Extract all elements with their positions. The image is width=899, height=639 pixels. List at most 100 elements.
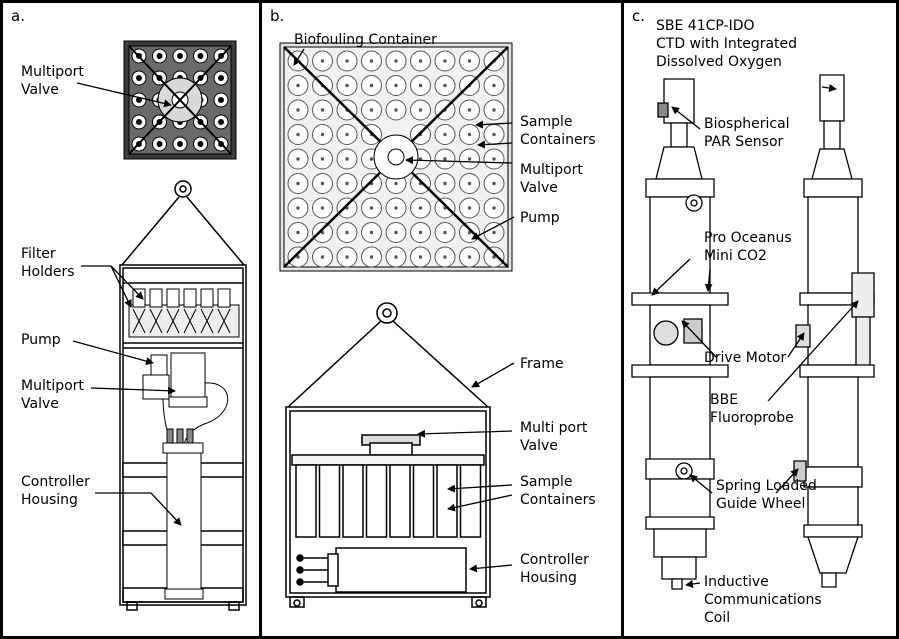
panel-b-drawing <box>262 3 624 639</box>
label-co2: Pro Oceanus Mini CO2 <box>704 230 792 264</box>
filter-holders-drawing <box>129 289 239 337</box>
panel-a-leaders <box>73 83 182 526</box>
sample-container-center <box>493 231 495 233</box>
label-fluoroprobe: BBE Fluoroprobe <box>710 392 794 426</box>
sample-container-center <box>297 109 299 111</box>
sample-container-center <box>346 158 348 160</box>
sample-container-center <box>297 256 299 258</box>
sample-container-center <box>419 231 421 233</box>
label-filter-holders: Filter Holders <box>21 246 75 280</box>
sample-container-side <box>390 465 410 537</box>
container-array-top-view <box>280 43 512 271</box>
sample-container-center <box>346 182 348 184</box>
sample-container-center <box>321 133 323 135</box>
sample-container-side <box>461 465 481 537</box>
panel-a: a. Multiport Valve Filter Holders Pump M… <box>0 0 262 639</box>
sample-container-center <box>321 256 323 258</box>
sample-container-center <box>346 256 348 258</box>
sample-container-center <box>419 207 421 209</box>
label-pump: Pump <box>520 210 560 226</box>
sample-container-side <box>320 465 340 537</box>
valve-plate-port-center <box>178 142 183 147</box>
label-ctd: SBE 41CP-IDO CTD with Integrated Dissolv… <box>656 18 798 70</box>
label-controller-housing: Controller Housing <box>520 552 589 586</box>
sample-container-center <box>321 207 323 209</box>
valve-plate-port-center <box>137 120 142 125</box>
label-biofouling-container: Biofouling Container <box>294 32 437 48</box>
sample-container-center <box>444 84 446 86</box>
filter-holder <box>218 289 230 307</box>
label-multiport-valve: Multi port Valve <box>520 420 588 454</box>
sample-container-center <box>370 231 372 233</box>
label-multiport-valve-top: Multiport Valve <box>21 64 84 98</box>
sample-container-center <box>493 84 495 86</box>
pump-valve-drawing <box>143 353 228 451</box>
filter-holder-cross <box>184 309 196 333</box>
panel-b-leaders <box>294 49 514 573</box>
label-frame: Frame <box>520 356 564 372</box>
sample-container-center <box>419 84 421 86</box>
filter-holder <box>167 289 179 307</box>
filter-holder-cross <box>133 309 145 333</box>
sample-container-center <box>468 256 470 258</box>
sample-container-center <box>468 109 470 111</box>
sample-container-center <box>468 207 470 209</box>
sample-container-center <box>395 231 397 233</box>
sample-container-center <box>395 109 397 111</box>
valve-plate-port-center <box>178 54 183 59</box>
sample-container-center <box>395 182 397 184</box>
valve-plate-port-center <box>157 142 162 147</box>
sample-container-center <box>321 158 323 160</box>
sample-container-center <box>395 207 397 209</box>
sample-container-center <box>297 207 299 209</box>
label-multiport-valve: Multiport Valve <box>21 378 84 412</box>
sample-container-center <box>370 158 372 160</box>
filter-holder-cross <box>201 309 213 333</box>
sample-container-center <box>444 231 446 233</box>
panel-c: c. SBE 41CP-IDO CTD with Integrated Diss… <box>621 0 899 639</box>
label-guide-wheel: Spring Loaded Guide Wheel <box>716 478 817 512</box>
label-comm-coil: Inductive Communications Coil <box>704 574 822 626</box>
sample-container-center <box>395 60 397 62</box>
sample-container-center <box>321 60 323 62</box>
sample-container-center <box>370 60 372 62</box>
sample-container-center <box>419 60 421 62</box>
panel-b-letter: b. <box>270 7 285 25</box>
valve-plate-top-view <box>124 41 236 159</box>
sample-container-center <box>444 60 446 62</box>
valve-plate-port-center <box>219 120 224 125</box>
sample-container-center <box>419 256 421 258</box>
sample-container-center <box>346 133 348 135</box>
sample-container-center <box>346 84 348 86</box>
filter-holder <box>201 289 213 307</box>
panel-c-letter: c. <box>632 7 646 25</box>
sample-container-center <box>468 182 470 184</box>
sample-container-side <box>367 465 387 537</box>
sample-container-center <box>468 133 470 135</box>
sample-container-center <box>297 133 299 135</box>
sample-container-center <box>493 182 495 184</box>
sample-container-center <box>370 84 372 86</box>
sample-container-center <box>321 182 323 184</box>
sample-container-center <box>370 207 372 209</box>
label-sample-containers-top: Sample Containers <box>520 114 596 148</box>
filter-holder <box>133 289 145 307</box>
label-par-sensor: Biospherical PAR Sensor <box>704 116 790 150</box>
sample-container-center <box>444 158 446 160</box>
sample-container-center <box>370 109 372 111</box>
panel-a-letter: a. <box>11 7 25 25</box>
sample-container-center <box>493 256 495 258</box>
filter-holder-cross <box>167 309 179 333</box>
sample-container-center <box>493 109 495 111</box>
sample-container-center <box>346 231 348 233</box>
sample-container-center <box>444 133 446 135</box>
sample-container-side <box>296 465 316 537</box>
sample-container-side <box>343 465 363 537</box>
sample-container-center <box>297 84 299 86</box>
controller-housing-drawing <box>163 429 203 599</box>
valve-plate-port-center <box>137 76 142 81</box>
valve-plate-port-center <box>198 54 203 59</box>
label-drive-motor: Drive Motor <box>704 350 787 366</box>
sample-container-side <box>414 465 434 537</box>
label-sample-containers: Sample Containers <box>520 474 596 508</box>
